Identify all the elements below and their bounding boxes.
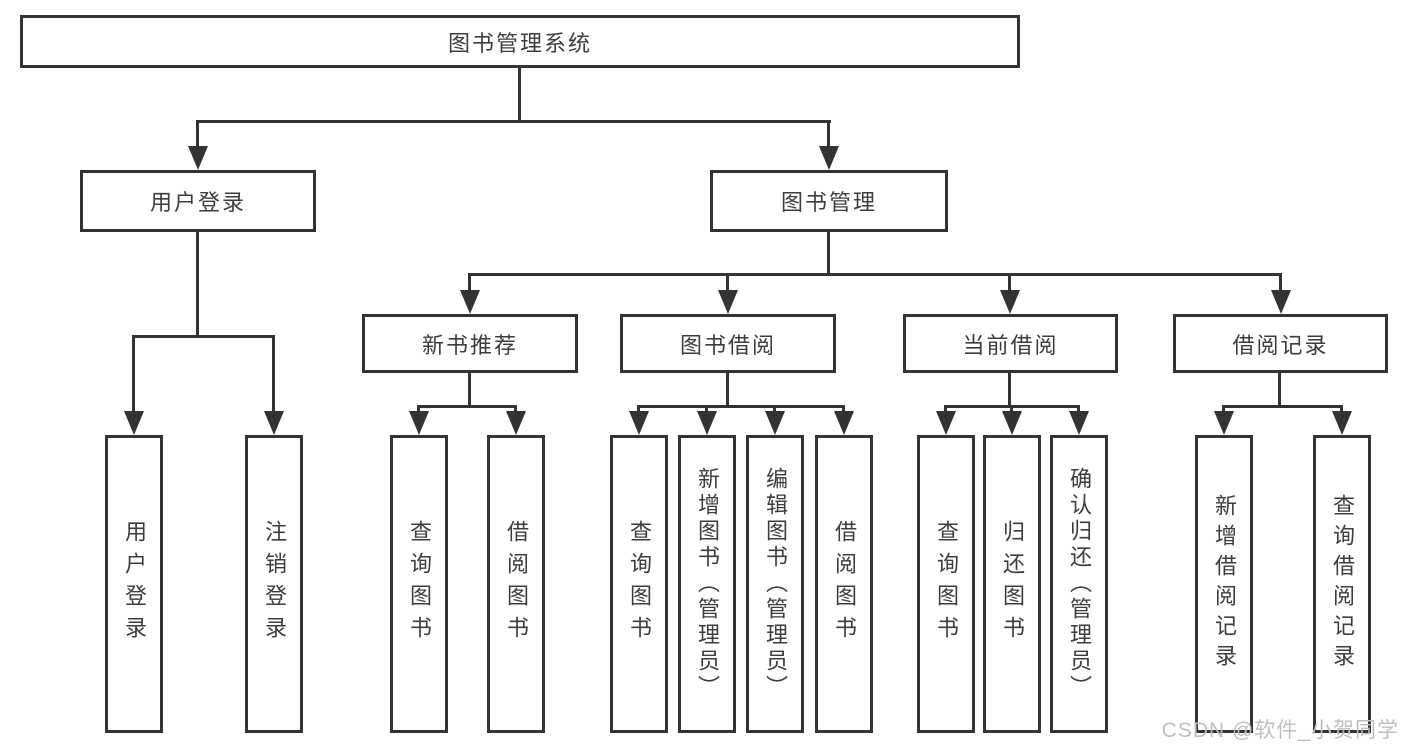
watermark: CSDN @软件_小贺同学 (1161, 719, 1399, 742)
connector-line (1008, 273, 1011, 293)
connector-line (827, 120, 830, 154)
connector-line (1008, 373, 1011, 405)
node-user-login: 用户登录 (80, 170, 316, 232)
arrowhead-down-icon (1214, 411, 1234, 435)
leaf-return-books: 归还图书 (983, 435, 1041, 733)
connector-line (132, 335, 135, 415)
leaf-borrow-books-2: 借阅图书 (815, 435, 873, 733)
leaf-add-borrow-record: 新增借阅记录 (1195, 435, 1253, 733)
arrowhead-down-icon (188, 146, 208, 170)
arrowhead-down-icon (697, 411, 717, 435)
leaf-query-books-3: 查询图书 (917, 435, 975, 733)
leaf-query-books-1: 查询图书 (390, 435, 448, 733)
connector-line (726, 273, 729, 293)
arrowhead-down-icon (629, 411, 649, 435)
arrowhead-down-icon (834, 411, 854, 435)
connector-line (518, 68, 521, 120)
node-borrow-records: 借阅记录 (1173, 314, 1388, 373)
node-book-borrow: 图书借阅 (620, 314, 836, 373)
arrowhead-down-icon (718, 290, 738, 314)
connector-line (272, 335, 275, 415)
leaf-borrow-books-1: 借阅图书 (487, 435, 545, 733)
arrowhead-down-icon (1271, 290, 1291, 314)
connector-line (1278, 373, 1281, 405)
connector-line (418, 405, 516, 408)
arrowhead-down-icon (1000, 290, 1020, 314)
arrowhead-down-icon (819, 146, 839, 170)
arrowhead-down-icon (1332, 411, 1352, 435)
leaf-confirm-return-admin: 确认归还（管理员） (1050, 435, 1108, 733)
arrowhead-down-icon (264, 411, 284, 435)
connector-line (468, 273, 471, 293)
connector-line (469, 273, 1281, 276)
connector-line (468, 373, 471, 405)
node-new-book-recommend: 新书推荐 (362, 314, 578, 373)
leaf-user-login: 用户登录 (105, 435, 163, 733)
arrowhead-down-icon (409, 411, 429, 435)
leaf-query-books-2: 查询图书 (610, 435, 668, 733)
connector-line (638, 405, 844, 408)
node-book-management: 图书管理 (710, 170, 948, 232)
leaf-add-book-admin: 新增图书（管理员） (678, 435, 736, 733)
arrowhead-down-icon (1069, 411, 1089, 435)
arrowhead-down-icon (124, 411, 144, 435)
arrowhead-down-icon (936, 411, 956, 435)
arrowhead-down-icon (1002, 411, 1022, 435)
connector-line (196, 120, 199, 154)
connector-line (1223, 405, 1343, 408)
arrowhead-down-icon (460, 290, 480, 314)
arrowhead-down-icon (506, 411, 526, 435)
connector-line (133, 335, 275, 338)
leaf-logout: 注销登录 (245, 435, 303, 733)
connector-line (197, 120, 831, 123)
connector-line (726, 373, 729, 405)
arrowhead-down-icon (765, 411, 785, 435)
node-root: 图书管理系统 (20, 15, 1020, 68)
connector-line (1279, 273, 1282, 293)
leaf-edit-book-admin: 编辑图书（管理员） (746, 435, 804, 733)
connector-line (827, 232, 830, 273)
leaf-query-borrow-record: 查询借阅记录 (1313, 435, 1371, 733)
connector-line (196, 232, 199, 335)
node-current-borrow: 当前借阅 (903, 314, 1118, 373)
